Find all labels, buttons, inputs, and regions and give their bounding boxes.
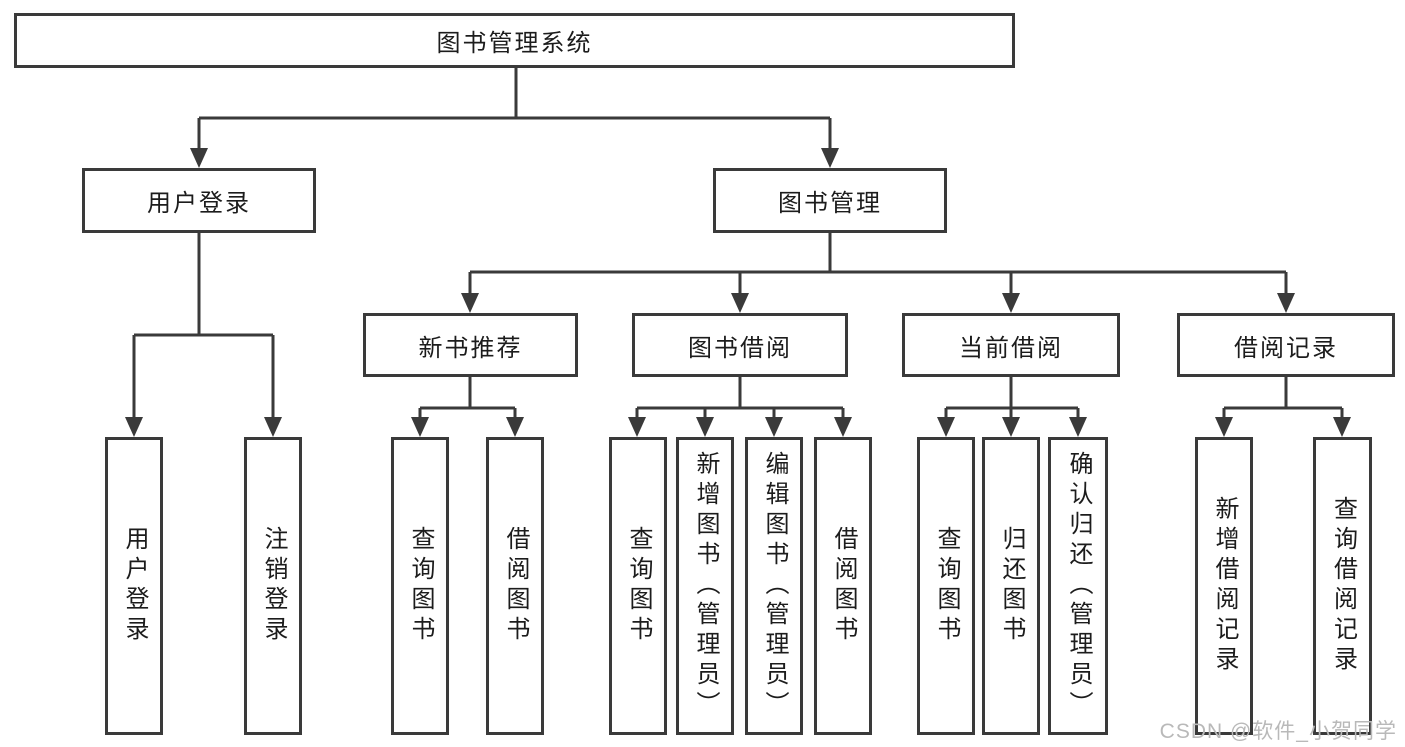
node-label: 借阅记录 — [1234, 334, 1338, 362]
leaf-label: 注销登录 — [260, 526, 287, 646]
node-book-borrowing: 图书借阅 — [632, 313, 848, 377]
node-book-management-module: 图书管理 — [713, 168, 947, 233]
node-borrowing-records: 借阅记录 — [1177, 313, 1395, 377]
leaf-borrow-books-recommend: 借阅图书 — [486, 437, 544, 735]
leaf-edit-books-admin: 编辑图书（管理员） — [745, 437, 803, 735]
leaf-label: 用户登录 — [121, 526, 148, 646]
leaf-label: 编辑图书（管理员） — [761, 451, 788, 721]
node-label: 当前借阅 — [959, 334, 1063, 362]
leaf-label: 查询图书 — [933, 526, 960, 646]
leaf-query-books-current: 查询图书 — [917, 437, 975, 735]
leaf-label: 借阅图书 — [502, 526, 529, 646]
leaf-query-books-borrow: 查询图书 — [609, 437, 667, 735]
leaf-borrow-books: 借阅图书 — [814, 437, 872, 735]
leaf-logout: 注销登录 — [244, 437, 302, 735]
leaf-confirm-return-admin: 确认归还（管理员） — [1048, 437, 1108, 735]
leaf-query-borrow-record: 查询借阅记录 — [1313, 437, 1372, 735]
leaf-label: 查询借阅记录 — [1329, 496, 1357, 676]
leaf-return-books: 归还图书 — [982, 437, 1040, 735]
leaf-user-login: 用户登录 — [105, 437, 163, 735]
leaf-label: 归还图书 — [998, 526, 1025, 646]
node-new-book-recommendation: 新书推荐 — [363, 313, 578, 377]
leaf-label: 查询图书 — [625, 526, 652, 646]
leaf-query-books-recommend: 查询图书 — [391, 437, 449, 735]
node-label: 用户登录 — [147, 190, 251, 217]
node-label: 图书管理 — [778, 190, 882, 217]
arrowheads — [125, 148, 1351, 437]
leaf-label: 新增借阅记录 — [1211, 496, 1238, 676]
leaf-add-borrow-record: 新增借阅记录 — [1195, 437, 1253, 735]
leaf-label: 借阅图书 — [830, 526, 857, 646]
connector-paths — [132, 68, 1344, 421]
node-root-system: 图书管理系统 — [14, 13, 1015, 68]
leaf-label: 确认归还（管理员） — [1065, 451, 1092, 721]
leaf-label: 查询图书 — [407, 526, 434, 646]
csdn-watermark: CSDN @软件_小贺同学 — [1159, 720, 1397, 743]
leaf-add-books-admin: 新增图书（管理员） — [676, 437, 734, 735]
node-user-login-module: 用户登录 — [82, 168, 316, 233]
leaf-label: 新增图书（管理员） — [692, 451, 719, 721]
node-label: 图书借阅 — [688, 334, 792, 362]
node-label: 新书推荐 — [418, 334, 523, 362]
node-current-borrowing: 当前借阅 — [902, 313, 1120, 377]
node-root-label: 图书管理系统 — [436, 30, 593, 57]
